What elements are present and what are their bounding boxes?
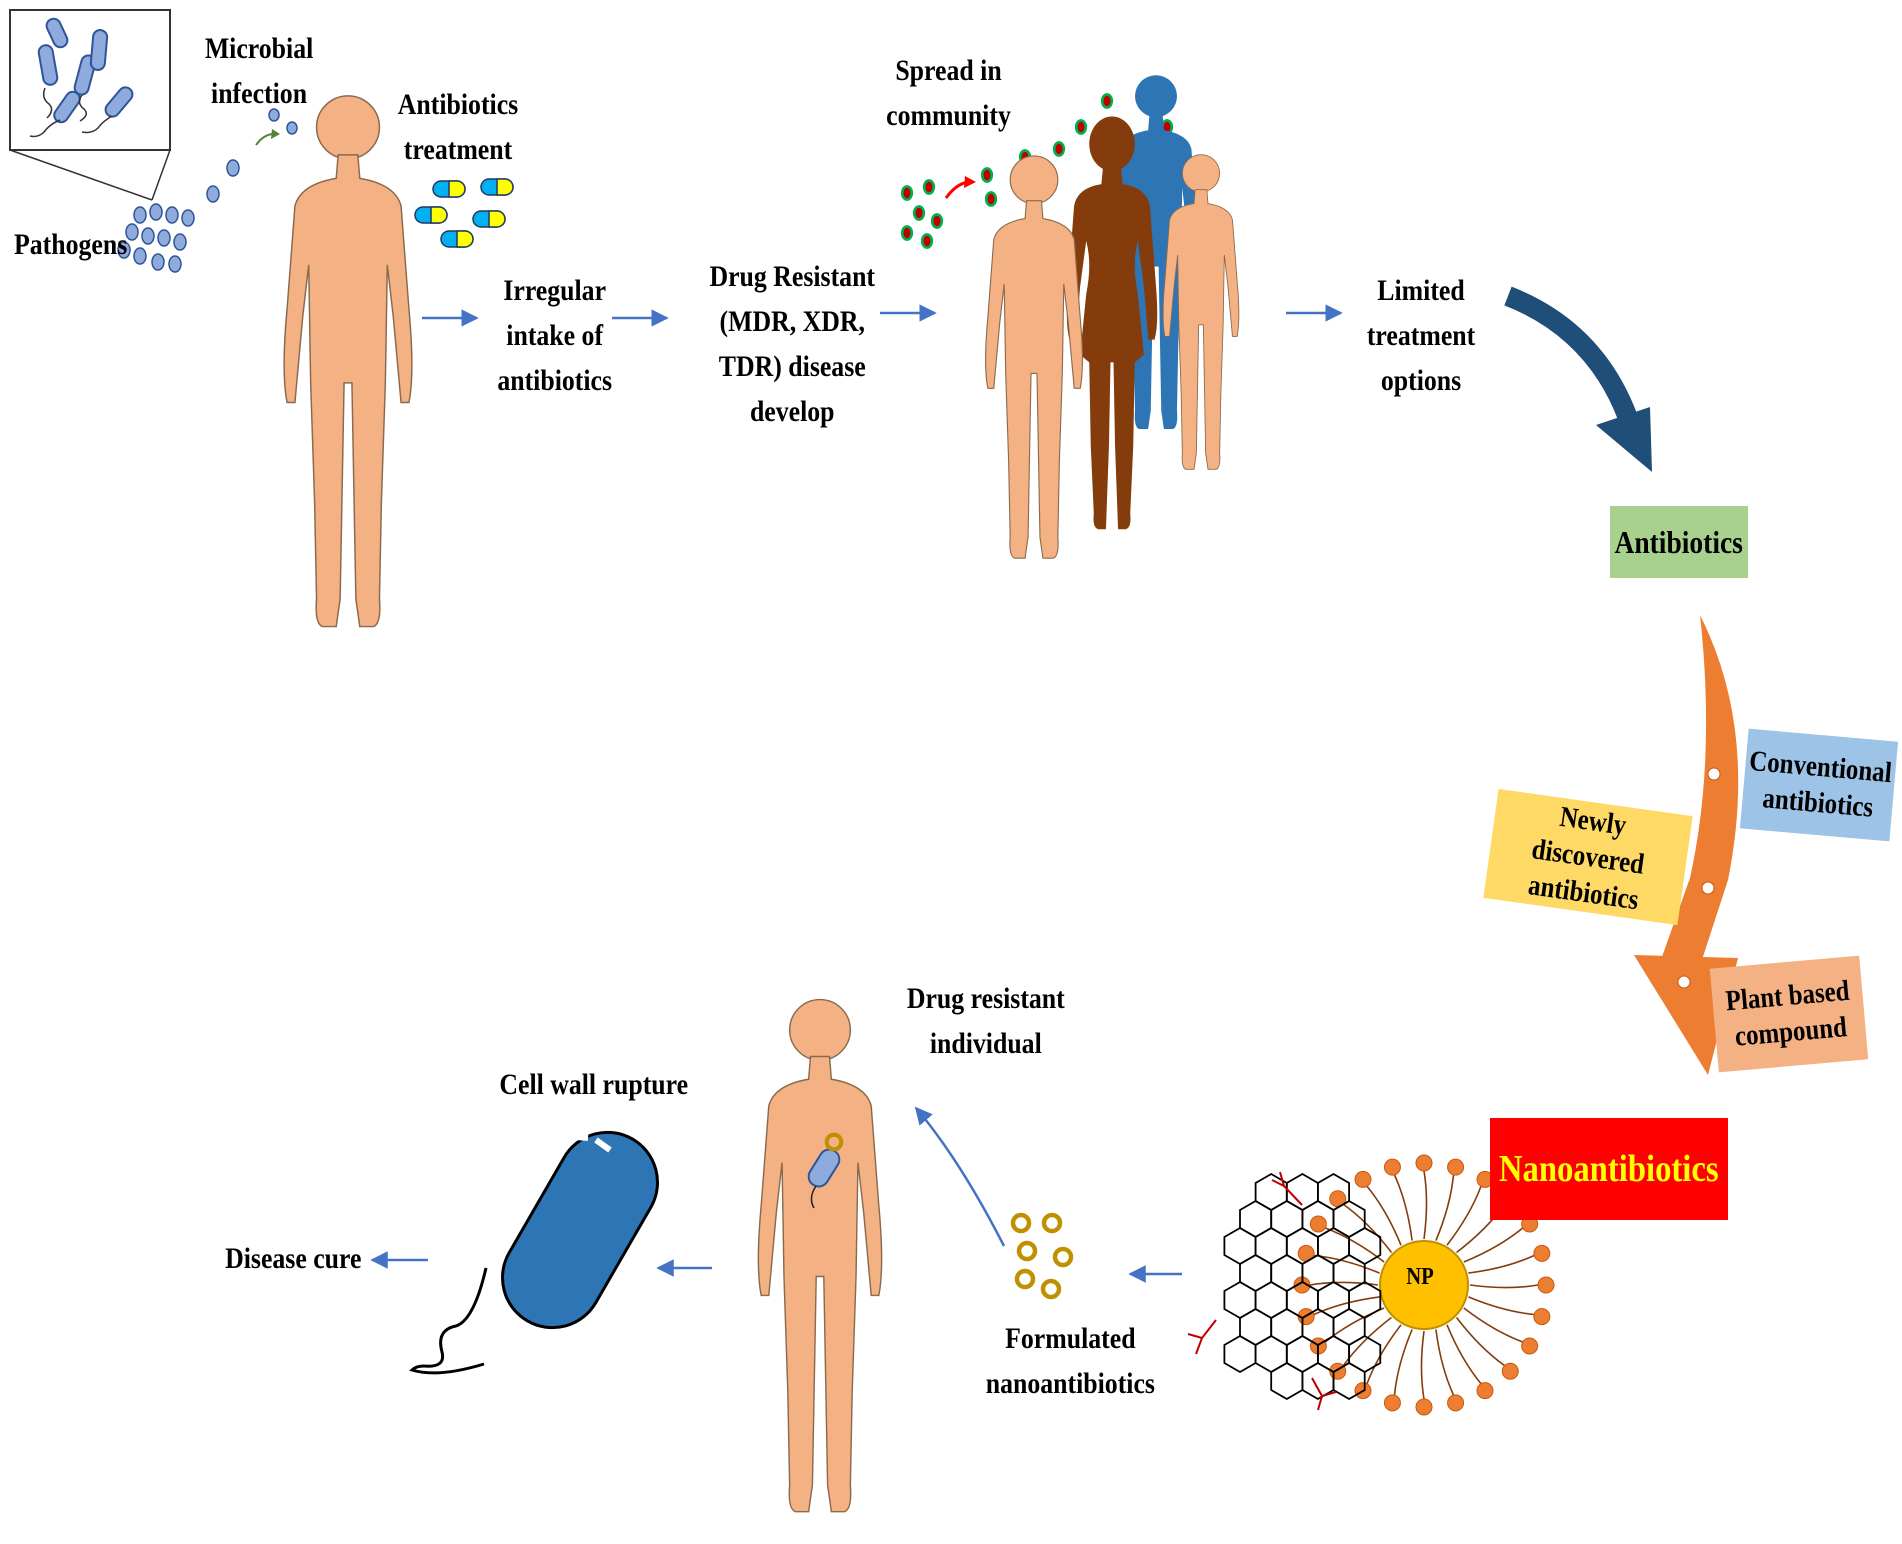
disease-cure-text: Disease cure [225,1242,362,1275]
nanoparticle-icon [1293,1154,1555,1416]
drug-resistant-individual-icon [757,998,883,1513]
pathogen-cluster [117,108,298,273]
pathogens-label: Pathogens [14,222,127,267]
cell-wall-rupture-text: Cell wall rupture [499,1068,689,1101]
microbial-infection-label: Microbial infection [205,26,313,116]
drug-resistant-disease-line-1: Drug Resistant [709,260,876,293]
formulated-nanoantibiotics-label: Formulated nanoantibiotics [986,1316,1155,1406]
drug-resistant-individual-line-1: Drug resistant [906,982,1065,1015]
spread-in-community-line-2: community [886,99,1011,132]
drug-resistant-individual-line-2: individual [929,1027,1042,1060]
antibiotics-treatment-line-2: treatment [403,133,513,166]
cell-wall-rupture-label: Cell wall rupture [499,1062,688,1107]
nanoantibiotics-box: Nanoantibiotics [1490,1118,1728,1220]
drug-resistant-disease-line-2: (MDR, XDR, [719,305,865,338]
drug-resistant-disease-line-4: develop [749,395,835,428]
antibiotic-pills-icon [414,178,514,248]
patient-figure-icon [283,95,413,628]
nanoantibiotic-rings-icon [1013,1215,1071,1297]
spread-in-community-line-1: Spread in [895,54,1002,87]
community-people-icon [984,75,1240,559]
antibiotics-box-text: Antibiotics [1614,524,1744,560]
antibiotics-treatment-label: Antibiotics treatment [398,82,518,172]
curved-arrow-icon [1504,286,1652,472]
drug-resistant-disease-label: Drug Resistant (MDR, XDR, TDR) disease d… [709,254,875,434]
limited-treatment-label: Limited treatment options [1367,268,1475,403]
microbial-infection-line-2: infection [211,77,308,110]
pathogen-inset [9,9,171,201]
formulated-nanoantibiotics-line-2: nanoantibiotics [985,1367,1155,1400]
antibiotics-box: Antibiotics [1610,506,1748,578]
drug-resistant-individual-label: Drug resistant individual [907,976,1065,1066]
bacteria-icon [37,17,134,124]
np-text: NP [1406,1264,1434,1290]
pathogens-text: Pathogens [14,228,128,261]
graphene-sheet-icon [1223,1172,1382,1401]
disease-cure-label: Disease cure [225,1236,361,1281]
limited-treatment-line-2: treatment [1366,319,1476,352]
irregular-intake-label: Irregular intake of antibiotics [497,268,612,403]
ruptured-bacterium-icon [409,1130,659,1375]
antibiotics-treatment-line-1: Antibiotics [397,88,519,121]
flow-arrow-6 [914,1106,1006,1247]
nanoantibiotics-box-text: Nanoantibiotics [1499,1148,1719,1190]
spread-in-community-label: Spread in community [886,48,1011,138]
limited-treatment-line-3: options [1380,364,1462,397]
bacterium-in-body-icon [807,1135,843,1209]
microbial-infection-line-1: Microbial [204,32,314,65]
drug-resistant-disease-line-3: TDR) disease [718,350,866,383]
infection-arrow [255,133,275,146]
plant-based-compound-box: Plant based compound [1709,955,1869,1073]
irregular-intake-line-3: antibiotics [497,364,613,397]
limited-treatment-line-1: Limited [1377,274,1465,307]
conventional-antibiotics-box: Conventional antibiotics [1739,728,1899,842]
np-label: NP [1406,1262,1434,1292]
irregular-intake-line-1: Irregular [503,274,607,307]
formulated-nanoantibiotics-line-1: Formulated [1005,1322,1136,1355]
irregular-intake-line-2: intake of [506,319,604,352]
